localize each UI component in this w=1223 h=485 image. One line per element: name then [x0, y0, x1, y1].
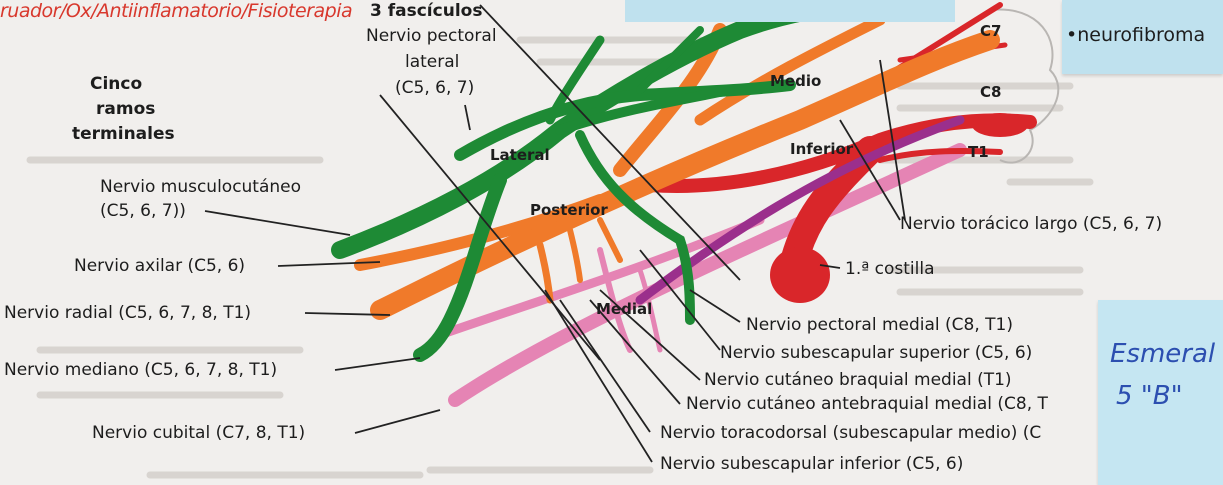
label-axilar: Nervio axilar (C5, 6) [74, 257, 245, 276]
sticky-note-right: Esmeral 5 "B" [1098, 300, 1223, 485]
root-c7: C7 [980, 22, 1001, 41]
cord-posterior: Posterior [530, 201, 608, 220]
note-neurofibroma: •neurofibroma [1066, 26, 1205, 45]
terminales-label: terminales [72, 125, 175, 144]
label-mediano: Nervio mediano (C5, 6, 7, 8, T1) [4, 361, 277, 380]
pectoral-lateral-line3: (C5, 6, 7) [395, 79, 474, 98]
cord-lateral: Lateral [490, 146, 550, 165]
label-toracico-largo: Nervio torácico largo (C5, 6, 7) [900, 215, 1162, 234]
cinco-label: Cinco [90, 75, 142, 94]
label-subescapular-superior: Nervio subescapular superior (C5, 6) [720, 344, 1032, 363]
cord-inferior: Inferior [790, 140, 853, 159]
label-cutaneo-braquial: Nervio cutáneo braquial medial (T1) [704, 371, 1012, 390]
fasciculos-title: 3 fascículos [370, 2, 482, 21]
sticky-note-top-left [625, 0, 955, 22]
pectoral-lateral-line2: lateral [405, 53, 459, 72]
label-costilla: 1.ª costilla [845, 260, 935, 279]
note-grade: 5 "B" [1116, 382, 1183, 410]
label-musculocutaneo-2: (C5, 6, 7)) [100, 202, 186, 221]
ramos-label: ramos [96, 100, 155, 119]
label-pectoral-medial: Nervio pectoral medial (C8, T1) [746, 316, 1013, 335]
note-esmeralda: Esmeral [1110, 340, 1215, 368]
pectoral-lateral-line1: Nervio pectoral [366, 27, 497, 46]
root-t1: T1 [968, 143, 989, 162]
first-rib-shape [770, 247, 830, 303]
cord-medial: Medial [596, 300, 652, 319]
label-cubital: Nervio cubital (C7, 8, T1) [92, 424, 305, 443]
c8-root-shape [972, 113, 1028, 137]
label-subescapular-inferior: Nervio subescapular inferior (C5, 6) [660, 455, 963, 474]
root-c8: C8 [980, 83, 1001, 102]
label-cutaneo-antebraquial: Nervio cutáneo antebraquial medial (C8, … [686, 395, 1048, 414]
cord-medio: Medio [770, 72, 821, 91]
label-musculocutaneo-1: Nervio musculocutáneo [100, 178, 301, 197]
sticky-note-top: •neurofibroma [1062, 0, 1223, 74]
handwritten-note-top: ruador/Ox/Antiinflamatorio/Fisioterapia [0, 2, 352, 21]
label-toracodorsal: Nervio toracodorsal (subescapular medio)… [660, 424, 1041, 443]
label-radial: Nervio radial (C5, 6, 7, 8, T1) [4, 304, 251, 323]
